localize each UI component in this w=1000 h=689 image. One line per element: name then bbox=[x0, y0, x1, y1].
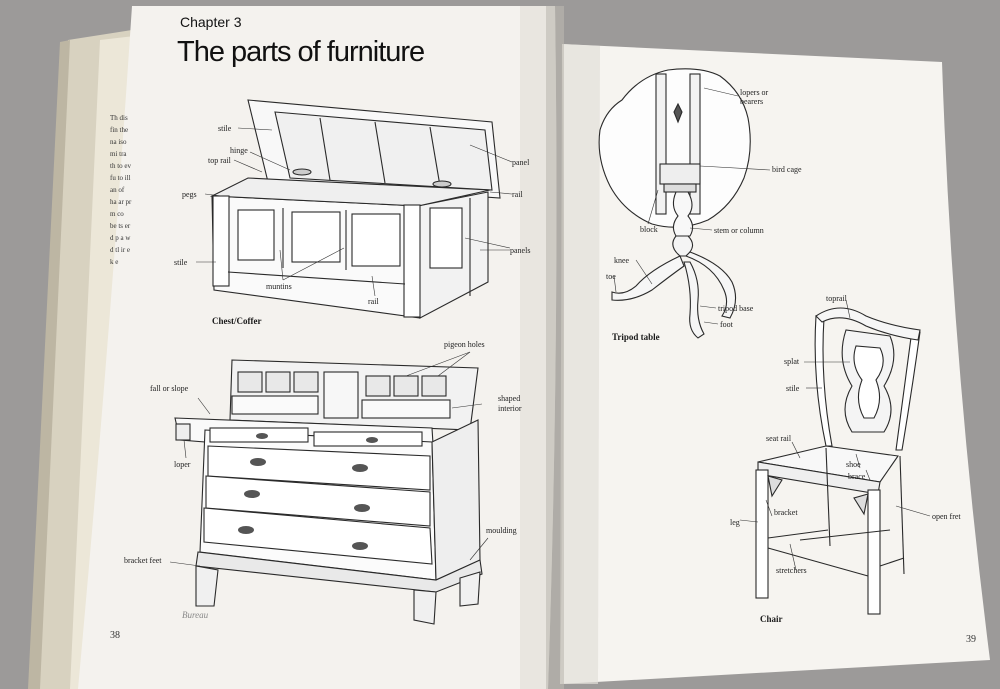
label-brace: brace bbox=[848, 472, 866, 481]
label-pigeon-holes: pigeon holes bbox=[444, 340, 485, 349]
label-open-fret: open fret bbox=[932, 512, 961, 521]
label-seat-rail: seat rail bbox=[766, 434, 792, 443]
bureau-illustration bbox=[174, 359, 483, 625]
label-toe: toe bbox=[606, 272, 616, 281]
label-stretchers: stretchers bbox=[776, 566, 807, 575]
label-rail-bottom: rail bbox=[368, 297, 379, 306]
label-knee: knee bbox=[614, 256, 630, 265]
label-bird-cage: bird cage bbox=[772, 165, 802, 174]
label-hinge: hinge bbox=[230, 146, 248, 155]
caption-chair: Chair bbox=[760, 614, 783, 624]
back-book-text: Th dis fin the na iso mi tra th to ev fu… bbox=[110, 114, 132, 266]
label-panels: panels bbox=[510, 246, 531, 255]
label-splat: splat bbox=[784, 357, 800, 366]
label-stile-top: stile bbox=[218, 124, 232, 133]
label-toprail: toprail bbox=[826, 294, 847, 303]
label-stile-left: stile bbox=[174, 258, 188, 267]
label-fall-or-slope: fall or slope bbox=[150, 384, 189, 393]
label-pegs: pegs bbox=[182, 190, 197, 199]
label-bracket-feet: bracket feet bbox=[124, 556, 162, 565]
chair-illustration bbox=[755, 307, 921, 615]
label-shaped: shaped bbox=[498, 394, 521, 403]
label-panel: panel bbox=[512, 158, 530, 167]
caption-tripod-table: Tripod table bbox=[612, 332, 660, 342]
label-shoe: shoe bbox=[846, 460, 861, 469]
label-bearers: bearers bbox=[740, 97, 764, 106]
label-block: block bbox=[640, 225, 658, 234]
tripod-table-illustration bbox=[598, 68, 751, 339]
label-chair-stile: stile bbox=[786, 384, 800, 393]
caption-bureau: Bureau bbox=[182, 610, 209, 620]
caption-chest: Chest/Coffer bbox=[212, 316, 262, 326]
label-leg: leg bbox=[730, 518, 740, 527]
label-tripod-base: tripod base bbox=[718, 304, 754, 313]
page-number-right: 39 bbox=[966, 634, 976, 645]
chest-illustration bbox=[209, 99, 501, 319]
label-moulding: moulding bbox=[486, 526, 517, 535]
page-title: The parts of furniture bbox=[177, 36, 425, 68]
label-stem-or-column: stem or column bbox=[714, 226, 764, 235]
label-loper: loper bbox=[174, 460, 191, 469]
label-top-rail: top rail bbox=[208, 156, 231, 165]
chapter-heading: Chapter 3 bbox=[180, 14, 242, 30]
label-lopers-or: lopers or bbox=[740, 88, 769, 97]
page-number-left: 38 bbox=[110, 630, 120, 641]
label-muntins: muntins bbox=[266, 282, 292, 291]
label-foot: foot bbox=[720, 320, 733, 329]
label-rail-right: rail bbox=[512, 190, 523, 199]
label-bracket: bracket bbox=[774, 508, 798, 517]
label-interior: interior bbox=[498, 404, 522, 413]
